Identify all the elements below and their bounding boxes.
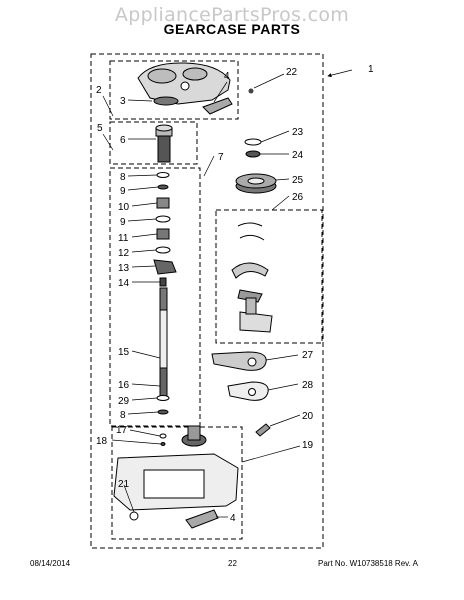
screw-22 [248, 88, 254, 94]
watermark: AppliancePartsPros.com [114, 4, 350, 26]
callout-29: 29 [118, 396, 130, 407]
callout-15: 15 [118, 347, 130, 358]
pinion-gear [155, 124, 173, 163]
callout-26: 26 [292, 192, 304, 203]
callout-18: 18 [96, 436, 108, 447]
callout-9-bottom: 9 [120, 217, 126, 228]
callout-2: 2 [96, 85, 102, 96]
callout-20: 20 [302, 411, 314, 422]
callout-3: 3 [120, 96, 126, 107]
callout-6: 6 [120, 135, 126, 146]
callout-17: 17 [116, 425, 128, 436]
callout-4-bottom: 4 [230, 513, 236, 524]
shift-cam [227, 381, 269, 401]
callout-16: 16 [118, 380, 130, 391]
lower-washers [156, 395, 170, 446]
callout-8-top: 8 [120, 172, 126, 183]
drive-gear [235, 173, 277, 194]
callout-23: 23 [292, 127, 304, 138]
shift-lever [211, 351, 267, 371]
callout-4-top: 4 [224, 71, 230, 82]
footer-part-number: Part No. W10738518 Rev. A [318, 559, 418, 568]
leader-lines [102, 69, 353, 518]
case-group-box [111, 426, 243, 540]
assembly-outline-box [90, 53, 324, 549]
callout-8-bottom: 8 [120, 410, 126, 421]
callout-10: 10 [118, 202, 130, 213]
callout-13: 13 [118, 263, 130, 274]
seal-3 [153, 96, 179, 106]
shaft-stack [153, 172, 177, 287]
gearcase-housing [113, 425, 239, 521]
shift-assembly [231, 222, 273, 333]
footer-date: 08/14/2014 [30, 559, 71, 568]
shipping-wedge-bottom [185, 509, 219, 529]
gearcase-cover [137, 62, 231, 105]
callout-25: 25 [292, 175, 304, 186]
callout-1: 1 [368, 64, 374, 75]
callout-28: 28 [302, 380, 314, 391]
callout-12: 12 [118, 248, 130, 259]
callout-5: 5 [97, 123, 103, 134]
callout-21: 21 [118, 479, 130, 490]
shift-group-box [215, 209, 323, 344]
clip [255, 423, 271, 437]
shipping-wedge-top [202, 97, 233, 115]
right-washers [244, 138, 262, 158]
shaft-group-box [109, 167, 201, 427]
callout-14: 14 [118, 278, 130, 289]
callout-22: 22 [286, 67, 298, 78]
cover-group-box [109, 60, 239, 120]
pinion-group-box [109, 121, 198, 165]
callout-27: 27 [302, 350, 314, 361]
callout-9-top: 9 [120, 186, 126, 197]
agitate-shaft [159, 287, 168, 399]
callout-11: 11 [118, 233, 129, 244]
callout-7: 7 [218, 152, 224, 163]
callout-24: 24 [292, 150, 304, 161]
page-title: GEARCASE PARTS [163, 21, 301, 37]
callout-19: 19 [302, 440, 314, 451]
footer-page-number: 22 [228, 559, 237, 568]
